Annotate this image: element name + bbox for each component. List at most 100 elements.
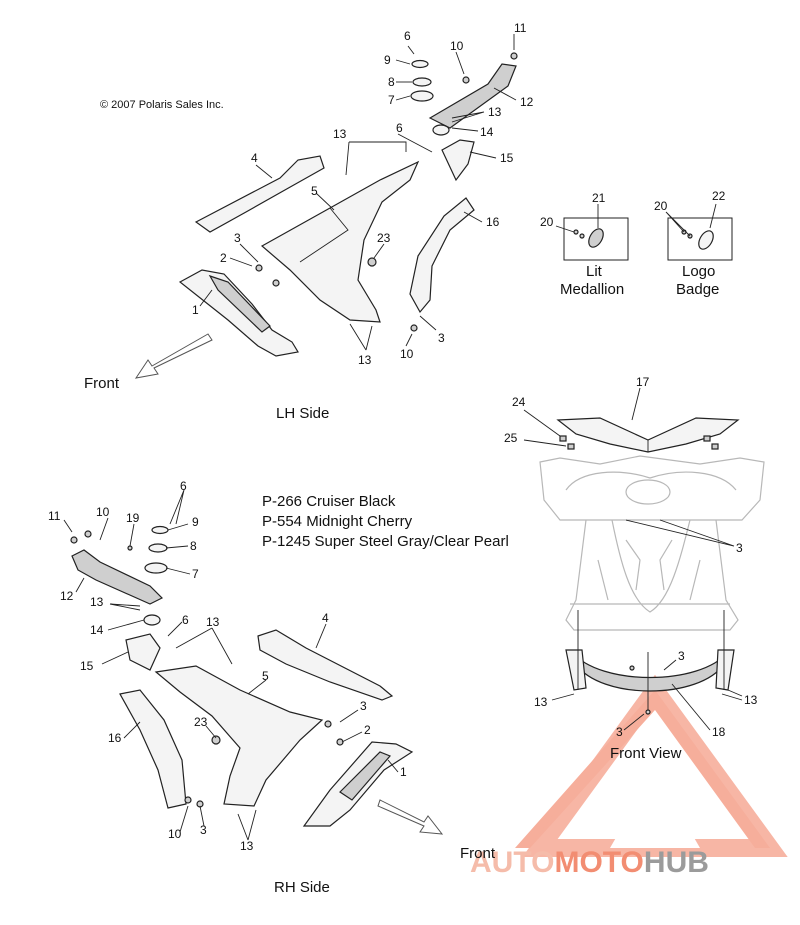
svg-text:24: 24 (512, 395, 526, 409)
lh-part-16 (409, 197, 475, 314)
insets-group: 21 20 Lit Medallion 22 20 Logo Badge (540, 189, 733, 298)
lh-part-7 (410, 90, 434, 102)
svg-text:12: 12 (60, 589, 74, 603)
svg-text:3: 3 (360, 699, 367, 713)
rh-side-title: RH Side (274, 879, 330, 896)
lh-front-arrow (134, 333, 213, 379)
svg-text:13: 13 (333, 127, 347, 141)
logo-badge-part-22 (698, 230, 714, 250)
svg-text:13: 13 (744, 693, 758, 707)
svg-text:13: 13 (240, 839, 254, 853)
svg-text:18: 18 (712, 725, 726, 739)
lh-part-1-trim (208, 274, 271, 333)
lh-side-group: 4 5 3 2 1 13 23 16 3 10 13 6 15 14 13 12… (84, 21, 534, 422)
lh-side-title: LH Side (276, 405, 329, 422)
svg-text:13: 13 (206, 615, 220, 629)
svg-text:2: 2 (220, 251, 227, 265)
svg-text:10: 10 (400, 347, 414, 361)
svg-text:3: 3 (678, 649, 685, 663)
svg-text:13: 13 (534, 695, 548, 709)
paint-code-1: P-266 Cruiser Black (262, 493, 396, 510)
svg-text:14: 14 (90, 623, 104, 637)
svg-text:6: 6 (404, 29, 411, 43)
rh-part-14 (143, 614, 161, 626)
svg-text:11: 11 (48, 509, 61, 523)
logo-badge-label-1: Logo (682, 263, 715, 280)
lit-medallion-label-1: Lit (586, 263, 603, 280)
svg-text:3: 3 (616, 725, 623, 739)
rh-front-arrow (377, 799, 444, 835)
lh-part-12 (428, 63, 517, 129)
paint-codes: P-266 Cruiser Black P-554 Midnight Cherr… (262, 493, 509, 550)
svg-text:20: 20 (654, 199, 668, 213)
svg-text:6: 6 (182, 613, 189, 627)
lh-front-label: Front (84, 375, 120, 392)
svg-text:13: 13 (488, 105, 502, 119)
svg-text:16: 16 (108, 731, 122, 745)
svg-text:3: 3 (234, 231, 241, 245)
rh-side-group: 6 10 11 19 9 8 7 12 13 14 6 13 15 4 5 16… (48, 479, 496, 896)
svg-text:23: 23 (194, 715, 208, 729)
front-view-title: Front View (610, 745, 682, 762)
rh-part-8 (148, 543, 168, 553)
svg-text:23: 23 (377, 231, 391, 245)
rh-part-7 (144, 562, 168, 574)
rh-part-9 (151, 525, 169, 535)
watermark-text: AUTOMOTOHUB (470, 846, 709, 879)
svg-text:9: 9 (384, 53, 391, 67)
svg-text:10: 10 (450, 39, 464, 53)
svg-text:17: 17 (636, 375, 650, 389)
lh-part-8 (412, 77, 432, 87)
svg-text:3: 3 (200, 823, 207, 837)
svg-text:19: 19 (126, 511, 140, 525)
rh-part-15 (125, 633, 161, 671)
svg-text:14: 14 (480, 125, 494, 139)
lit-medallion-part-21 (588, 228, 604, 248)
lh-part-15 (441, 139, 475, 182)
svg-text:8: 8 (190, 539, 197, 553)
svg-text:5: 5 (262, 669, 269, 683)
svg-text:21: 21 (592, 191, 606, 205)
copyright-text: © 2007 Polaris Sales Inc. (100, 99, 224, 111)
svg-text:8: 8 (388, 75, 395, 89)
front-view-group: 17 24 25 3 3 13 13 18 3 Front View (504, 375, 765, 762)
svg-text:5: 5 (311, 184, 318, 198)
svg-text:22: 22 (712, 189, 726, 203)
svg-text:25: 25 (504, 431, 518, 445)
paint-code-2: P-554 Midnight Cherry (262, 513, 413, 530)
lh-part-9 (411, 59, 429, 69)
svg-text:7: 7 (388, 93, 395, 107)
svg-text:7: 7 (192, 567, 199, 581)
svg-text:20: 20 (540, 215, 554, 229)
svg-text:1: 1 (400, 765, 407, 779)
front-part-17 (556, 417, 740, 453)
svg-text:6: 6 (180, 479, 187, 493)
svg-text:4: 4 (322, 611, 329, 625)
rh-part-16 (119, 689, 187, 809)
rh-part-12 (71, 549, 164, 605)
lit-medallion-label-2: Medallion (560, 281, 624, 298)
lh-part-1 (178, 269, 299, 357)
svg-text:13: 13 (358, 353, 372, 367)
svg-text:13: 13 (90, 595, 104, 609)
svg-text:3: 3 (736, 541, 743, 555)
svg-text:15: 15 (80, 659, 94, 673)
svg-text:2: 2 (364, 723, 371, 737)
svg-text:9: 9 (192, 515, 199, 529)
svg-text:4: 4 (251, 151, 258, 165)
svg-text:16: 16 (486, 215, 500, 229)
svg-text:10: 10 (168, 827, 182, 841)
rh-part-4 (257, 629, 394, 701)
svg-text:11: 11 (514, 21, 527, 35)
svg-text:10: 10 (96, 505, 110, 519)
svg-text:12: 12 (520, 95, 534, 109)
front-part-18 (571, 651, 729, 692)
svg-text:6: 6 (396, 121, 403, 135)
svg-text:15: 15 (500, 151, 514, 165)
logo-badge-label-2: Badge (676, 281, 719, 298)
lh-part-14 (432, 124, 450, 136)
paint-code-3: P-1245 Super Steel Gray/Clear Pearl (262, 533, 509, 550)
svg-text:3: 3 (438, 331, 445, 345)
svg-text:1: 1 (192, 303, 199, 317)
